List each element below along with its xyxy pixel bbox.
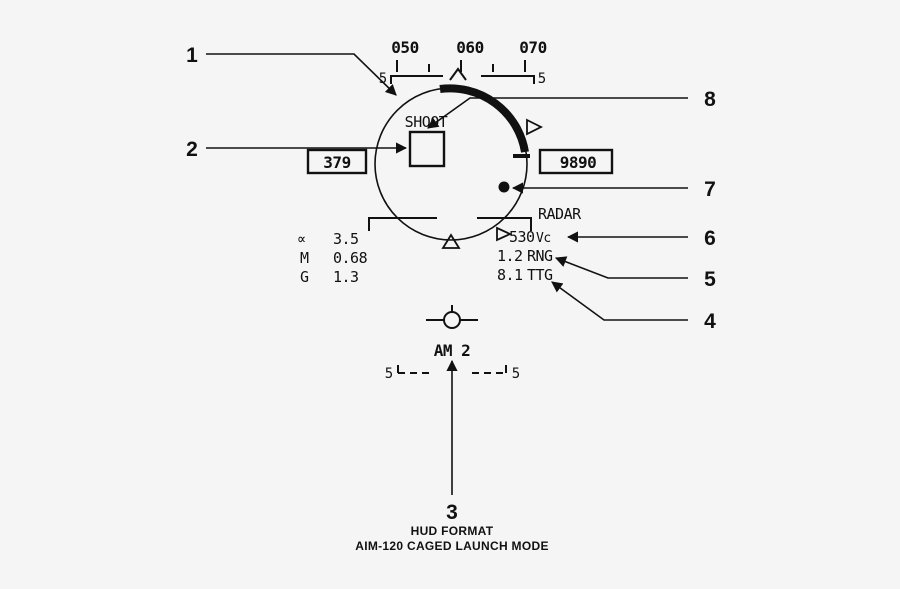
bottom-index-triangle xyxy=(441,233,461,249)
ase-arc xyxy=(439,84,529,153)
fpm-circle xyxy=(443,311,461,329)
heading-right-bracket xyxy=(481,75,535,84)
pitch-ladder-left-label: 5 xyxy=(385,366,393,382)
altitude-box: 9890 xyxy=(538,148,614,175)
caption-line-1: HUD FORMAT xyxy=(411,524,494,538)
lower-left-bracket xyxy=(368,217,437,231)
heading-right-marker: 5 xyxy=(538,71,546,87)
heading-label-050: 050 xyxy=(391,38,418,57)
heading-label-070: 070 xyxy=(519,38,546,57)
airspeed-value: 379 xyxy=(323,153,350,172)
closure-value: 530 xyxy=(509,228,535,246)
callout-number-2: 2 xyxy=(186,138,198,161)
pitch-ladder: 5 5 xyxy=(385,365,520,382)
arc-triangle-marker xyxy=(526,118,544,136)
flight-data-label-1: M xyxy=(300,249,309,267)
airspeed-box: 379 xyxy=(306,148,368,175)
flight-data-label-2: G xyxy=(300,268,309,286)
target-dot xyxy=(498,181,510,193)
callout-number-6: 6 xyxy=(704,227,716,250)
ttg-unit: TTG xyxy=(527,266,553,284)
heading-left-bracket xyxy=(390,75,443,84)
sensor-label: RADAR xyxy=(538,205,582,223)
flight-data-label-0: ∝ xyxy=(297,230,306,248)
callout-number-7: 7 xyxy=(704,178,716,201)
flight-path-marker xyxy=(426,305,478,329)
closure-unit: Vc xyxy=(536,231,551,246)
shoot-cue-box xyxy=(408,130,446,168)
flight-data-value-2: 1.3 xyxy=(333,268,359,286)
callout-number-8: 8 xyxy=(704,88,716,111)
heading-caret xyxy=(449,67,467,81)
lower-right-bracket xyxy=(477,217,532,231)
heading-scale: 050 060 070 5 5 xyxy=(379,38,547,87)
leader-line-5 xyxy=(554,256,688,279)
caption-line-2: AIM-120 CAGED LAUNCH MODE xyxy=(355,539,549,553)
callout-number-3: 3 xyxy=(446,501,458,524)
weapon-status-label: AM 2 xyxy=(434,341,471,360)
airspeed-box-frame xyxy=(306,148,368,175)
callout-number-1: 1 xyxy=(186,44,198,67)
altitude-value: 9890 xyxy=(560,153,597,172)
flight-data-block: ∝ 3.5 M 0.68 G 1.3 xyxy=(297,230,368,286)
flight-data-value-0: 3.5 xyxy=(333,230,359,248)
altitude-box-frame xyxy=(538,148,614,175)
shoot-cue-label: SHOOT xyxy=(405,113,448,131)
range-value: 1.2 xyxy=(497,247,523,265)
callout-number-4: 4 xyxy=(704,310,716,333)
target-data-block: RADAR 530 Vc 1.2 RNG 8.1 TTG xyxy=(496,205,583,284)
callout-number-5: 5 xyxy=(704,268,716,291)
leader-line-4 xyxy=(551,281,688,321)
leader-line-1 xyxy=(206,53,397,96)
closure-caret-icon xyxy=(496,226,513,242)
heading-left-marker: 5 xyxy=(379,71,387,87)
leader-line-8 xyxy=(427,97,688,129)
flight-data-value-1: 0.68 xyxy=(333,249,368,267)
pitch-ladder-right-label: 5 xyxy=(512,366,520,382)
heading-label-060: 060 xyxy=(456,38,483,57)
ttg-value: 8.1 xyxy=(497,266,523,284)
range-unit: RNG xyxy=(527,247,553,265)
